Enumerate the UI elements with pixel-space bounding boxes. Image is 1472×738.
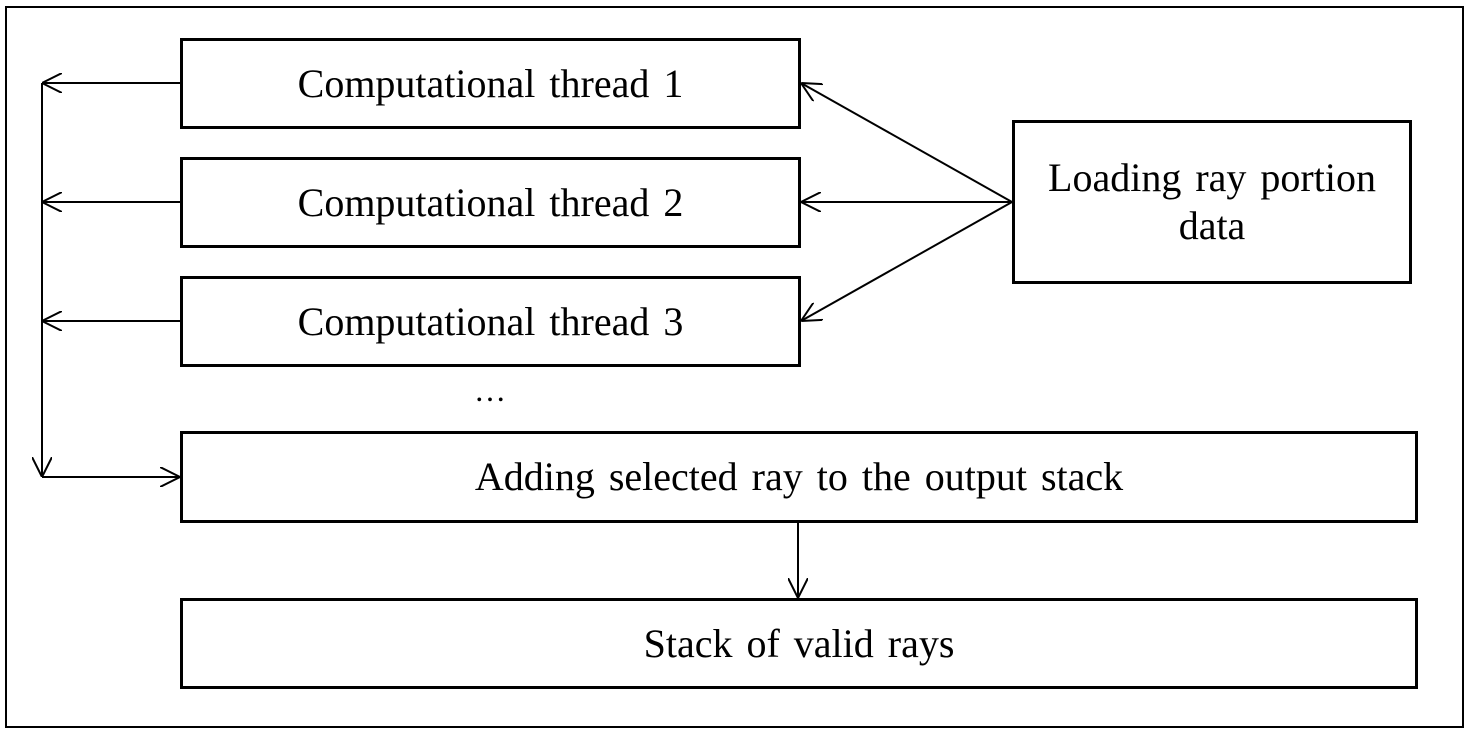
adding-selected-ray-box: Adding selected ray to the output stack [180, 431, 1418, 523]
arrow-loading-to-thread3 [801, 201, 1013, 321]
stack-of-valid-rays-label: Stack of valid rays [643, 620, 955, 666]
adding-selected-ray-label: Adding selected ray to the output stack [474, 454, 1124, 499]
computational-thread-1-label: Computational thread 1 [297, 60, 684, 106]
computational-thread-2-label: Computational thread 2 [297, 179, 684, 225]
more-threads-ellipsis: … [474, 372, 506, 408]
loading-ray-portion-data-box: Loading ray portion data [1012, 120, 1412, 284]
arrow-loading-to-thread1 [801, 83, 1013, 203]
computational-thread-1-box: Computational thread 1 [180, 38, 801, 129]
diagram-frame [5, 6, 1464, 728]
computational-thread-3-box: Computational thread 3 [180, 276, 801, 367]
stack-of-valid-rays-box: Stack of valid rays [180, 598, 1418, 689]
computational-thread-2-box: Computational thread 2 [180, 157, 801, 248]
computational-thread-3-label: Computational thread 3 [297, 298, 684, 344]
loading-ray-portion-data-label: Loading ray portion data [1048, 155, 1376, 248]
